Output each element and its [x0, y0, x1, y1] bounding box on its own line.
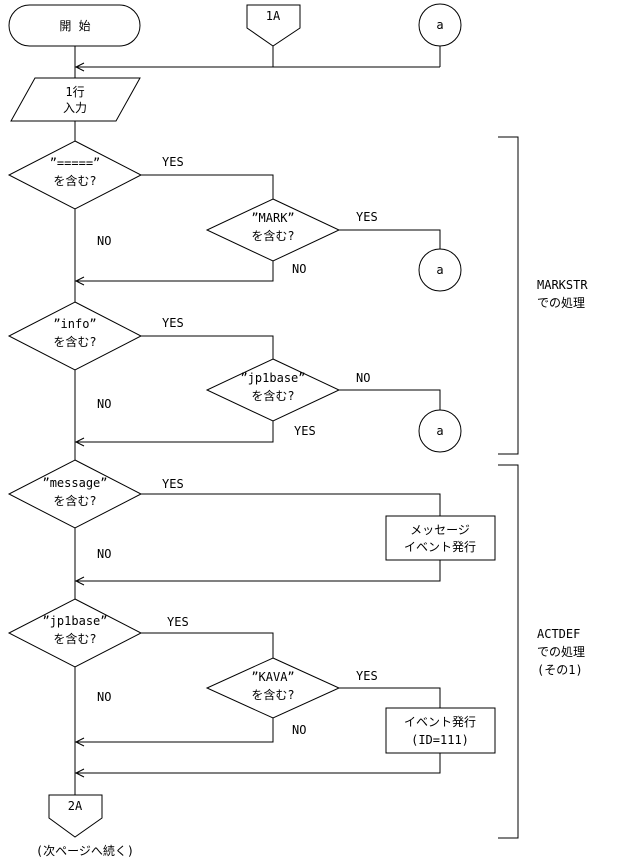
mark-no-label: NO — [292, 262, 306, 276]
bracket-actdef: ACTDEF での処理 (その1) — [498, 464, 585, 839]
flow-line-event-id — [75, 753, 441, 774]
flow-line-kava-no — [75, 718, 274, 743]
connector-2a-label: 2A — [68, 799, 83, 813]
kava-yes-label: YES — [356, 669, 378, 683]
decision-jp1base-1-label-2: を含む? — [251, 388, 294, 403]
flow-line-mark-no — [75, 261, 274, 282]
flow-line-message-event — [75, 560, 441, 582]
merge-arrow-top — [74, 62, 85, 72]
flow-line-jp1base2-yes — [141, 632, 274, 658]
flow-line-jp1base1-yes — [75, 421, 274, 443]
info-yes-label: YES — [162, 316, 184, 330]
process-message-event-label-1: メッセージ — [410, 523, 470, 537]
connector-a-top: a — [418, 3, 462, 47]
decision-jp1base-1-label-1: ”jp1base” — [240, 371, 305, 385]
connector-a-top-label: a — [436, 18, 443, 32]
decision-jp1base-2-label-2: を含む? — [53, 631, 96, 646]
message-yes-label: YES — [162, 477, 184, 491]
connector-2a: 2A — [48, 794, 103, 838]
input-line-box: 1行 入力 — [10, 77, 141, 122]
merge-arrow-event-id — [74, 768, 85, 778]
decision-mark-label-1: ”MARK” — [251, 211, 294, 225]
jp1base-2-yes-label: YES — [167, 615, 189, 629]
decision-jp1base-2: ”jp1base” を含む? — [7, 598, 143, 668]
decision-info-label-1: ”info” — [53, 317, 96, 331]
bracket-markstr: MARKSTR での処理 — [498, 136, 588, 455]
flow-line-equals-yes — [141, 174, 274, 199]
kava-no-label: NO — [292, 723, 306, 737]
bracket-actdef-label-1: ACTDEF — [537, 627, 580, 641]
decision-kava-label-2: を含む? — [251, 687, 294, 702]
decision-jp1base-2-label-1: ”jp1base” — [42, 614, 107, 628]
decision-message-label-1: ”message” — [42, 476, 107, 490]
process-message-event-label-2: イベント発行 — [404, 540, 476, 554]
start-label: 開 始 — [59, 19, 90, 33]
flow-lines — [74, 45, 441, 795]
connector-1a-label: 1A — [266, 9, 281, 23]
decision-equals-label-1: ”=====” — [50, 156, 101, 170]
continue-note: (次ページへ続く) — [36, 844, 134, 858]
connector-a-jp1base: a — [418, 409, 462, 453]
merge-arrow-message — [74, 576, 85, 586]
flow-line-kava-yes — [339, 687, 441, 708]
decision-message-label-2: を含む? — [53, 493, 96, 508]
connector-1a: 1A — [246, 4, 301, 47]
flow-line-jp1base1-no — [339, 389, 441, 410]
decision-mark-label-2: を含む? — [251, 228, 294, 243]
flow-line-message-yes — [141, 493, 441, 516]
decision-info: ”info” を含む? — [7, 301, 143, 371]
decision-equals-label-2: を含む? — [53, 173, 96, 188]
bracket-markstr-label-2: での処理 — [537, 296, 585, 310]
process-event-id-label-2: (ID=111) — [411, 733, 469, 747]
bracket-actdef-label-2: での処理 — [537, 645, 585, 659]
jp1base-1-no-label: NO — [356, 371, 370, 385]
jp1base-1-yes-label: YES — [294, 424, 316, 438]
jp1base-2-no-label: NO — [97, 690, 111, 704]
process-message-event: メッセージ イベント発行 — [385, 515, 496, 561]
decision-equals: ”=====” を含む? — [7, 140, 143, 210]
decision-info-label-2: を含む? — [53, 334, 96, 349]
merge-arrow-mark — [74, 276, 85, 286]
info-no-label: NO — [97, 397, 111, 411]
connector-a-mark: a — [418, 248, 462, 292]
input-line-label-2: 入力 — [63, 101, 87, 115]
message-no-label: NO — [97, 547, 111, 561]
flow-line-mark-yes — [339, 229, 441, 249]
equals-yes-label: YES — [162, 155, 184, 169]
start-terminal: 開 始 — [8, 4, 141, 47]
process-event-id: イベント発行 (ID=111) — [385, 707, 496, 754]
decision-mark: ”MARK” を含む? — [205, 198, 341, 262]
merge-arrow-jp1base1 — [74, 437, 85, 447]
equals-no-label: NO — [97, 234, 111, 248]
process-event-id-label-1: イベント発行 — [404, 715, 476, 729]
decision-message: ”message” を含む? — [7, 459, 143, 529]
merge-arrow-kava — [74, 737, 85, 747]
bracket-actdef-label-3: (その1) — [537, 663, 583, 677]
flow-line-info-yes — [141, 335, 274, 359]
bracket-markstr-label-1: MARKSTR — [537, 278, 588, 292]
decision-kava-label-1: ”KAVA” — [251, 670, 294, 684]
input-line-label-1: 1行 — [65, 85, 84, 99]
decision-kava: ”KAVA” を含む? — [205, 657, 341, 719]
mark-yes-label: YES — [356, 210, 378, 224]
connector-a-jp1base-label: a — [436, 424, 443, 438]
decision-jp1base-1: ”jp1base” を含む? — [205, 358, 341, 422]
connector-a-mark-label: a — [436, 263, 443, 277]
